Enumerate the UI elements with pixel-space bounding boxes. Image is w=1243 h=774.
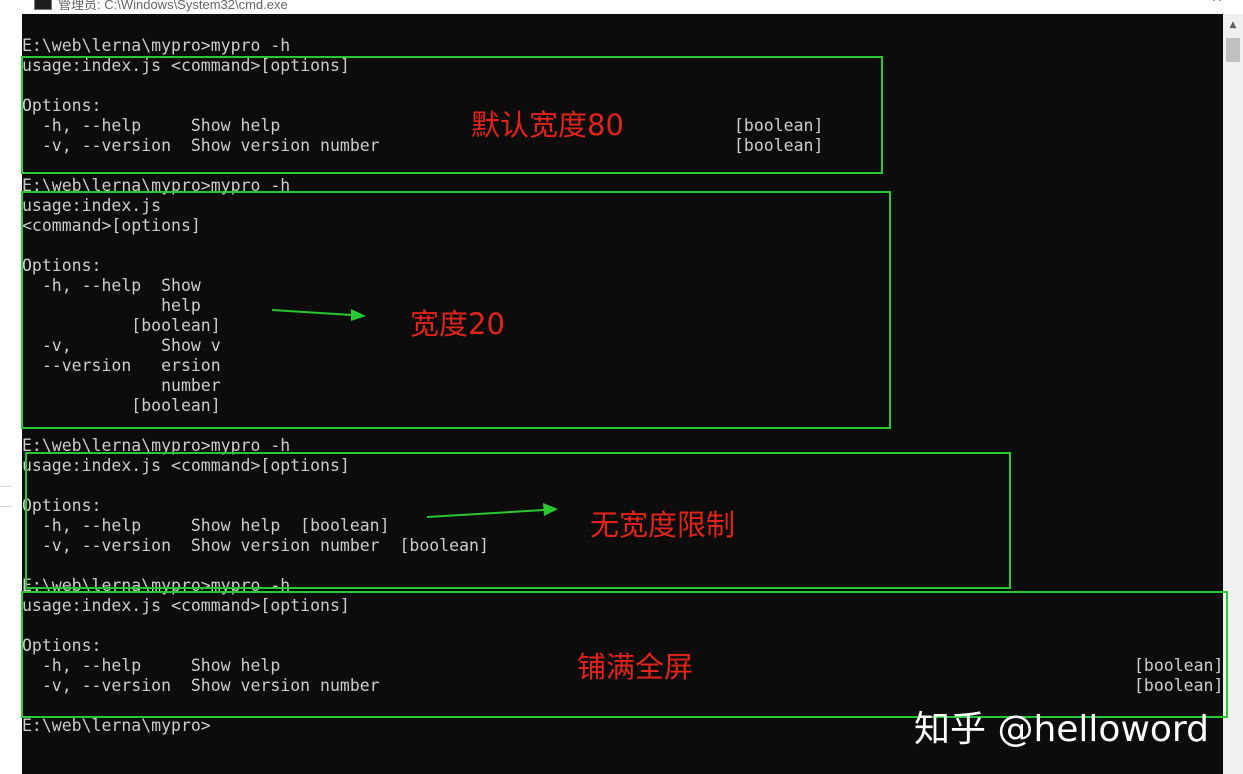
console-line: -h, --help Show help — [22, 656, 281, 675]
console-line: [boolean] — [22, 396, 221, 415]
annotation-label: 宽度20 — [410, 307, 505, 341]
minimize-button[interactable]: — — [1135, 0, 1175, 12]
console-line: usage:index.js <command>[options] — [22, 56, 350, 75]
annotation-label: 无宽度限制 — [590, 508, 736, 542]
console-line: -h, --help Show — [22, 276, 201, 295]
console-line: -v, --version Show version number — [22, 136, 380, 155]
console-line: Options: — [22, 256, 102, 275]
console-line: Options: — [22, 496, 102, 515]
window-title: 管理员: C:\Windows\System32\cmd.exe — [58, 0, 288, 12]
console-line: E:\web\lerna\mypro>mypro -h — [22, 36, 291, 55]
boolean-type-label: [boolean] — [1134, 676, 1223, 695]
console-line: -h, --help Show help — [22, 116, 281, 135]
console-output[interactable]: E:\web\lerna\mypro>mypro -h usage:index.… — [22, 14, 1223, 774]
boolean-type-label: [boolean] — [734, 116, 824, 135]
console-line: number — [22, 376, 221, 395]
arrow-icon — [271, 309, 366, 321]
edge-divider — [0, 506, 12, 507]
console-line: E:\web\lerna\mypro>mypro -h — [22, 436, 291, 455]
console-line: Options: — [22, 636, 102, 655]
console-line: help — [22, 296, 201, 315]
console-prompt: E:\web\lerna\mypro> — [22, 716, 211, 735]
console-line: usage:index.js <command>[options] — [22, 596, 350, 615]
close-button[interactable]: ✕ — [1197, 0, 1237, 12]
console-line: usage:index.js — [22, 196, 162, 215]
console-line: --version ersion — [22, 356, 221, 375]
boolean-type-label: [boolean] — [734, 136, 824, 155]
console-line: Options: — [22, 96, 102, 115]
console-line: -v, --version Show version number — [22, 676, 380, 695]
vertical-scrollbar[interactable]: ▲ — [1223, 14, 1243, 774]
console-line: E:\web\lerna\mypro>mypro -h — [22, 576, 291, 595]
console-line: -v, --version Show version number [boole… — [22, 536, 489, 555]
arrow-icon — [426, 503, 558, 518]
annotation-box-width-20 — [21, 191, 891, 429]
watermark: 知乎 @helloword — [914, 709, 1209, 750]
console-line: E:\web\lerna\mypro>mypro -h — [22, 176, 291, 195]
edge-divider — [0, 486, 12, 487]
window-titlebar: 管理员: C:\Windows\System32\cmd.exe — ✕ — [0, 0, 1243, 14]
console-line: usage:index.js <command>[options] — [22, 456, 350, 475]
scrollbar-thumb[interactable] — [1226, 38, 1240, 62]
annotation-box-default-width — [21, 56, 883, 174]
annotation-box-full-screen — [21, 591, 1228, 718]
console-line: <command>[options] — [22, 216, 201, 235]
console-line: -v, Show v — [22, 336, 221, 355]
annotation-label: 默认宽度80 — [471, 108, 624, 142]
annotation-label: 铺满全屏 — [577, 650, 694, 684]
triangle-up-icon[interactable]: ▲ — [1229, 20, 1237, 30]
cmd-app-icon — [34, 0, 52, 10]
console-line: [boolean] — [22, 316, 221, 335]
boolean-type-label: [boolean] — [1134, 656, 1223, 675]
background-window-edge — [0, 14, 22, 774]
console-line: -h, --help Show help [boolean] — [22, 516, 390, 535]
annotation-box-no-width-limit — [25, 452, 1011, 589]
